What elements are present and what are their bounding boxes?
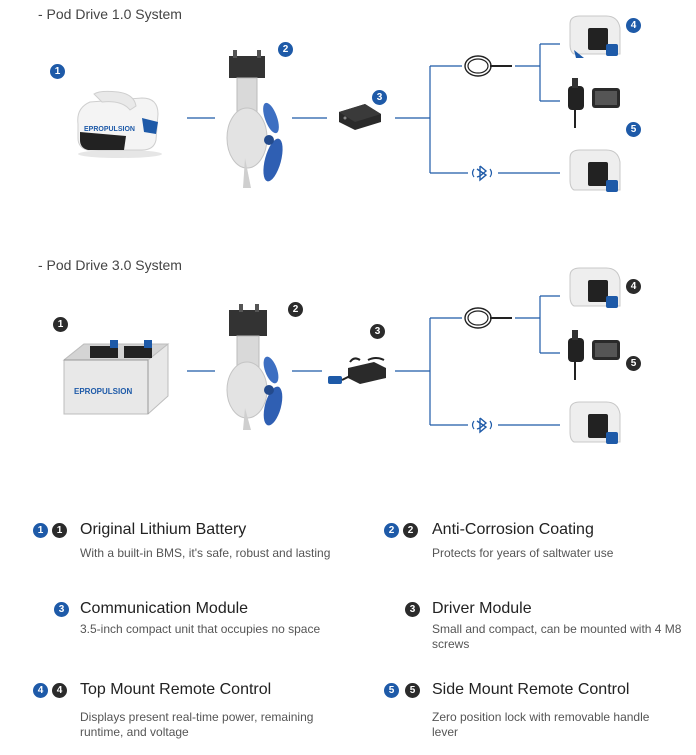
- communication-module-image: [339, 104, 381, 130]
- badge-3: 3: [372, 90, 387, 105]
- legend-1-badge-dark: 1: [52, 523, 67, 538]
- legend-6-badge-dark: 5: [405, 683, 420, 698]
- badge-5-dark: 5: [626, 356, 641, 371]
- legend-3-title: Communication Module: [80, 600, 249, 617]
- cable-1-image: [464, 55, 512, 77]
- side-mount-remote-2-image: [568, 330, 620, 380]
- legend-4-title: Driver Module: [432, 600, 532, 617]
- legend-2-desc: Protects for years of saltwater use: [432, 546, 614, 560]
- legend-5-badge-blue: 4: [33, 683, 48, 698]
- legend-5-desc: Displays present real-time power, remain…: [80, 710, 314, 739]
- legend-6-badge-blue: 5: [384, 683, 399, 698]
- legend-3-desc: 3.5-inch compact unit that occupies no s…: [80, 622, 321, 636]
- battery-1-brand: EPROPULSION: [84, 126, 135, 133]
- legend-2-badge-blue: 2: [384, 523, 399, 538]
- badge-1: 1: [50, 64, 65, 79]
- pod-motor-2-image: [226, 304, 283, 430]
- top-mount-remote-1-image: [569, 15, 621, 58]
- legend-5-badge-dark: 4: [52, 683, 67, 698]
- legend-4-desc: Small and compact, can be mounted with 4…: [432, 622, 682, 651]
- legend-2-badge-dark: 2: [403, 523, 418, 538]
- battery-1-image: EPROPULSION: [77, 90, 162, 158]
- cable-2-image: [464, 307, 512, 329]
- badge-4-dark: 4: [626, 279, 641, 294]
- wireless-remote-1-image: [569, 149, 621, 192]
- badge-3-dark: 3: [370, 324, 385, 339]
- system-2-title: - Pod Drive 3.0 System: [38, 257, 182, 273]
- bluetooth-icon: [471, 165, 493, 182]
- system-1-title: - Pod Drive 1.0 System: [38, 6, 182, 22]
- wireless-remote-2-image: [569, 401, 621, 444]
- badge-2: 2: [278, 42, 293, 57]
- battery-2-brand: EPROPULSION: [74, 387, 132, 396]
- legend-3-badge-blue: 3: [54, 602, 69, 617]
- legend-6-title: Side Mount Remote Control: [432, 681, 630, 698]
- legend-4-badge-dark: 3: [405, 602, 420, 617]
- bluetooth-icon: [471, 417, 493, 434]
- legend-5-title: Top Mount Remote Control: [80, 681, 272, 698]
- battery-2-image: EPROPULSION: [62, 340, 170, 415]
- driver-module-image: [328, 357, 386, 384]
- badge-1-dark: 1: [53, 317, 68, 332]
- badge-4: 4: [626, 18, 641, 33]
- legend-2-title: Anti-Corrosion Coating: [432, 521, 594, 538]
- pod-motor-1-image: [226, 50, 283, 188]
- top-mount-remote-2-image: [569, 267, 621, 308]
- side-mount-remote-1-image: [568, 78, 620, 128]
- legend-1-badge-blue: 1: [33, 523, 48, 538]
- legend-1-title: Original Lithium Battery: [80, 521, 247, 538]
- legend-1-desc: With a built-in BMS, it's safe, robust a…: [80, 546, 331, 560]
- badge-5: 5: [626, 122, 641, 137]
- legend-6-desc: Zero position lock with removable handle…: [432, 710, 650, 739]
- badge-2-dark: 2: [288, 302, 303, 317]
